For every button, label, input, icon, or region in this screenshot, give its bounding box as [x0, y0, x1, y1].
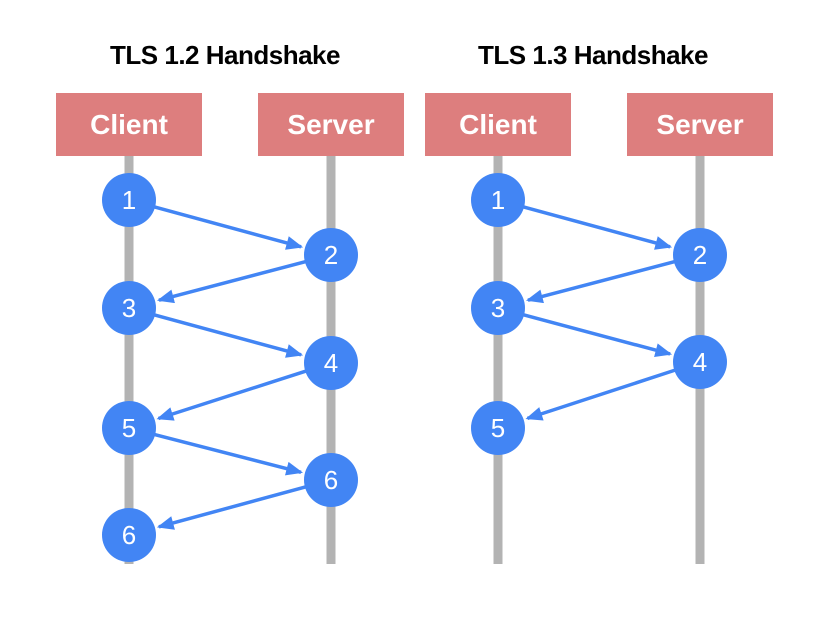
- step-node-6-server: 6: [304, 453, 358, 507]
- step-number: 2: [693, 240, 707, 270]
- diagram-title: TLS 1.3 Handshake: [478, 40, 708, 70]
- actor-label: Server: [287, 109, 374, 140]
- message-arrow-6-to-6: [156, 484, 308, 530]
- step-circle: [673, 228, 727, 282]
- lifeline-client: [124, 156, 134, 564]
- message-arrow-2-to-3: [525, 259, 677, 304]
- step-node-1-client: 1: [102, 173, 156, 227]
- step-circle: [471, 281, 525, 335]
- step-number: 3: [491, 293, 505, 323]
- step-node-2-server: 2: [304, 228, 358, 282]
- lifeline-client: [493, 156, 503, 564]
- message-arrow-3-to-4: [152, 312, 304, 358]
- step-number: 5: [122, 413, 136, 443]
- step-circle: [102, 508, 156, 562]
- actor-box-client: Client: [56, 93, 202, 156]
- step-circle: [471, 401, 525, 455]
- step-number: 2: [324, 240, 338, 270]
- actor-box-server: Server: [627, 93, 773, 156]
- actor-box-client: Client: [425, 93, 571, 156]
- actor-label: Server: [656, 109, 743, 140]
- actor-label: Client: [90, 109, 168, 140]
- step-circle: [102, 281, 156, 335]
- step-node-6-client: 6: [102, 508, 156, 562]
- actor-label: Client: [459, 109, 537, 140]
- step-node-3-client: 3: [471, 281, 525, 335]
- step-number: 6: [122, 520, 136, 550]
- step-circle: [673, 335, 727, 389]
- step-number: 1: [491, 185, 505, 215]
- diagram-title: TLS 1.2 Handshake: [110, 40, 340, 70]
- step-number: 3: [122, 293, 136, 323]
- step-circle: [304, 453, 358, 507]
- message-arrow-1-to-2: [521, 204, 673, 250]
- step-node-3-client: 3: [102, 281, 156, 335]
- actor-box-rect: [425, 93, 571, 156]
- message-arrow-3-to-4: [521, 312, 673, 357]
- message-arrow-4-to-5: [525, 368, 677, 421]
- actor-box-server: Server: [258, 93, 404, 156]
- step-node-4-server: 4: [304, 336, 358, 390]
- step-node-5-client: 5: [471, 401, 525, 455]
- step-circle: [102, 401, 156, 455]
- step-node-4-server: 4: [673, 335, 727, 389]
- step-circle: [471, 173, 525, 227]
- message-arrow-1-to-2: [152, 204, 304, 250]
- message-arrow-5-to-6: [152, 432, 304, 476]
- message-arrow-4-to-5: [156, 368, 308, 421]
- step-node-2-server: 2: [673, 228, 727, 282]
- step-number: 5: [491, 413, 505, 443]
- actor-box-rect: [258, 93, 404, 156]
- step-number: 1: [122, 185, 136, 215]
- step-circle: [304, 336, 358, 390]
- step-circle: [304, 228, 358, 282]
- step-node-1-client: 1: [471, 173, 525, 227]
- message-arrow-2-to-3: [156, 259, 308, 304]
- actor-box-rect: [627, 93, 773, 156]
- actor-box-rect: [56, 93, 202, 156]
- step-number: 6: [324, 465, 338, 495]
- step-number: 4: [693, 347, 707, 377]
- step-number: 4: [324, 348, 338, 378]
- step-circle: [102, 173, 156, 227]
- step-node-5-client: 5: [102, 401, 156, 455]
